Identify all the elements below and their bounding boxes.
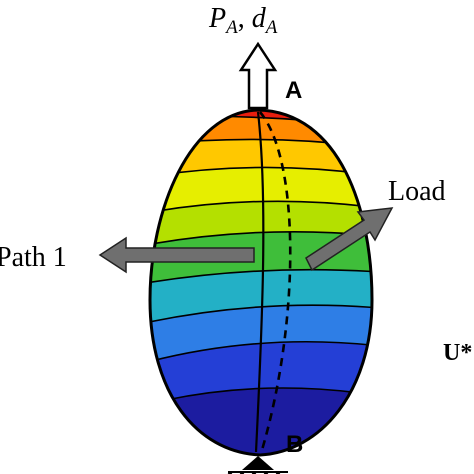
path-1-label: Path 1 <box>0 242 67 273</box>
point-b-label: B <box>286 431 303 458</box>
path-1-arrow-icon <box>98 236 255 274</box>
point-a-label: A <box>285 77 302 104</box>
u-star-label: U* <box>443 340 472 366</box>
dashed-meridian-line <box>258 111 292 451</box>
band-green <box>150 231 372 288</box>
band-dark-blue <box>150 388 372 455</box>
solid-meridian-line <box>254 111 265 453</box>
top-load-arrow-icon <box>238 41 278 110</box>
contour-bands <box>150 110 372 455</box>
load-label: Load <box>388 176 446 207</box>
top-force-label: PA, dA <box>208 3 278 38</box>
load-arrow-icon <box>305 207 394 272</box>
pin-support-icon <box>227 456 288 474</box>
